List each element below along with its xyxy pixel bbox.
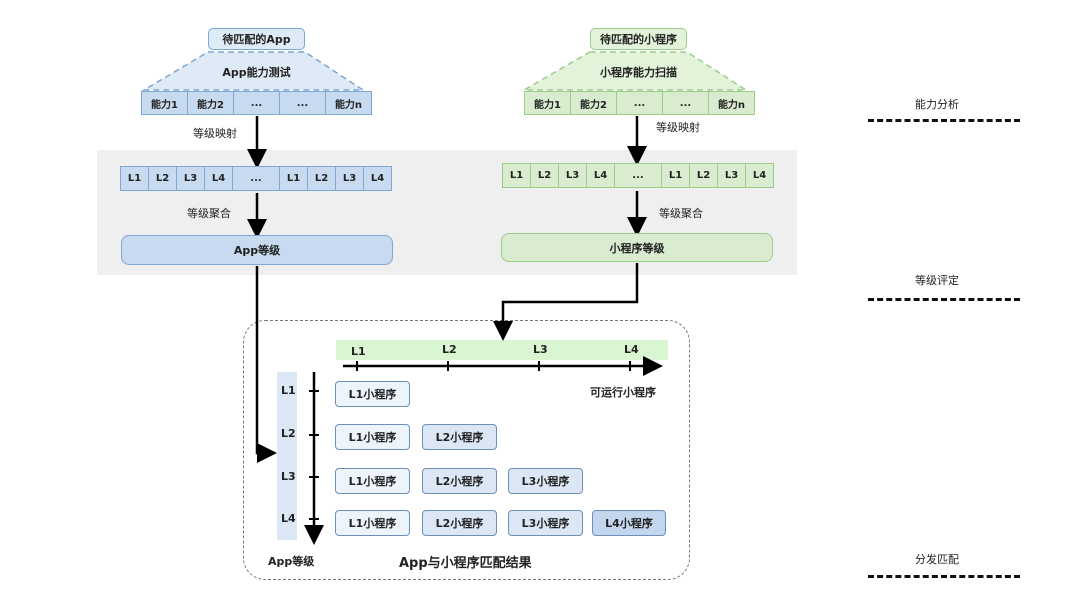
y-level-label-1: L1 [281,384,296,397]
mp-title-pill: 待匹配的小程序 [590,28,687,50]
app-test-trapezoid [141,51,366,91]
mp-level-cell: L1 [502,163,531,188]
app-level-cell: L2 [148,166,177,191]
mp-capability-row: 能力1 能力2 ... ... 能力n [524,91,755,115]
x-level-label-3: L3 [533,343,548,356]
x-level-label-1: L1 [351,345,366,358]
matrix-title: App与小程序匹配结果 [399,556,532,571]
mp-aggregate-label: 等级聚合 [659,207,703,220]
stage-dispatch-divider [868,575,1020,578]
mp-capability-2: 能力2 [570,91,617,115]
stage-analysis-label: 能力分析 [915,98,959,111]
app-aggregate-label: 等级聚合 [187,207,231,220]
matrix-cell-r3-c2: L2小程序 [422,468,497,494]
app-level-cell: L3 [335,166,364,191]
mp-level-cell: L4 [586,163,615,188]
mp-mapping-label: 等级映射 [656,121,700,134]
mp-level-row: L1 L2 L3 L4 ... L1 L2 L3 L4 [502,163,774,188]
app-capability-row: 能力1 能力2 ... ... 能力n [141,91,372,115]
app-test-label: App能力测试 [222,66,291,79]
mp-scan-trapezoid [521,51,749,91]
mp-capability-1: 能力1 [524,91,571,115]
app-capability-1: 能力1 [141,91,188,115]
app-level-ellipsis: ... [232,166,280,191]
y-axis-label: App等级 [268,555,315,568]
matrix-cell-r2-c1: L1小程序 [335,424,410,450]
app-level-cell: L1 [279,166,308,191]
stage-dispatch-label: 分发匹配 [915,553,959,566]
stage-analysis-divider [868,119,1020,122]
x-level-strip [336,340,668,360]
matrix-cell-r2-c2: L2小程序 [422,424,497,450]
stage-rating-divider [868,298,1020,301]
app-level-cell: L3 [176,166,205,191]
app-capability-n: 能力n [325,91,372,115]
mp-capability-ellipsis-2: ... [662,91,709,115]
app-level-cell: L4 [363,166,392,191]
y-level-strip [277,372,297,540]
matrix-cell-r4-c4: L4小程序 [592,510,666,536]
y-level-label-4: L4 [281,512,296,525]
match-result-container [243,320,690,580]
app-level-cell: L2 [307,166,336,191]
matrix-cell-r4-c3: L3小程序 [508,510,583,536]
x-level-label-2: L2 [442,343,457,356]
mp-capability-ellipsis-1: ... [616,91,663,115]
mp-level-cell: L1 [661,163,690,188]
matrix-cell-r3-c3: L3小程序 [508,468,583,494]
app-level-cell: L4 [204,166,233,191]
mp-level-cell: L2 [530,163,559,188]
mp-level-cell: L2 [689,163,718,188]
app-capability-2: 能力2 [187,91,234,115]
stage-rating-label: 等级评定 [915,274,959,287]
mp-level-ellipsis: ... [614,163,662,188]
matrix-cell-r3-c1: L1小程序 [335,468,410,494]
matrix-cell-r1-c1: L1小程序 [335,381,410,407]
y-level-label-3: L3 [281,470,296,483]
app-level-row: L1 L2 L3 L4 ... L1 L2 L3 L4 [120,166,392,191]
app-title-pill: 待匹配的App [208,28,305,50]
app-capability-ellipsis-2: ... [279,91,326,115]
matrix-cell-r4-c2: L2小程序 [422,510,497,536]
matrix-cell-r4-c1: L1小程序 [335,510,410,536]
y-level-label-2: L2 [281,427,296,440]
mp-scan-label: 小程序能力扫描 [600,66,677,79]
app-level-cell: L1 [120,166,149,191]
mp-grade-box: 小程序等级 [501,233,773,262]
app-capability-ellipsis-1: ... [233,91,280,115]
app-mapping-label: 等级映射 [193,127,237,140]
mp-level-cell: L3 [717,163,746,188]
mp-level-cell: L3 [558,163,587,188]
mp-capability-n: 能力n [708,91,755,115]
mp-level-cell: L4 [745,163,774,188]
x-level-label-4: L4 [624,343,639,356]
x-axis-label: 可运行小程序 [590,386,656,399]
app-grade-box: App等级 [121,235,393,265]
